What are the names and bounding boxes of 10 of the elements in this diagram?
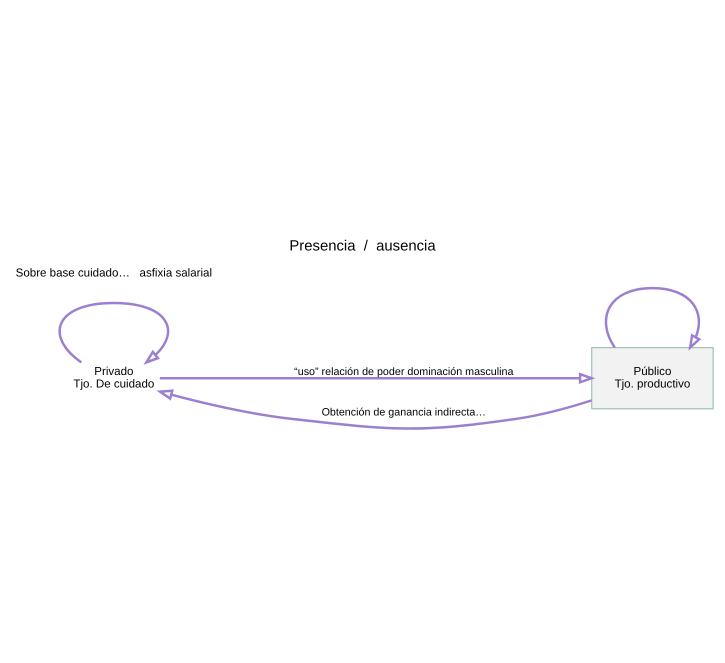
label: Sobre base cuidado… asfixia salarial <box>16 266 212 279</box>
arrow <box>156 388 592 430</box>
node-box: Público Tjo. productivo <box>591 346 714 409</box>
edge-label: Obtención de ganancia indirecta… <box>322 406 486 418</box>
arrow <box>160 372 596 384</box>
node-text: Privado Tjo. De cuidado <box>73 366 154 390</box>
diagram-title: Presencia / ausencia <box>289 238 436 254</box>
edge-label: “uso” relación de poder dominación masculina <box>294 366 514 378</box>
arrow <box>604 286 702 350</box>
arrow <box>58 301 170 364</box>
